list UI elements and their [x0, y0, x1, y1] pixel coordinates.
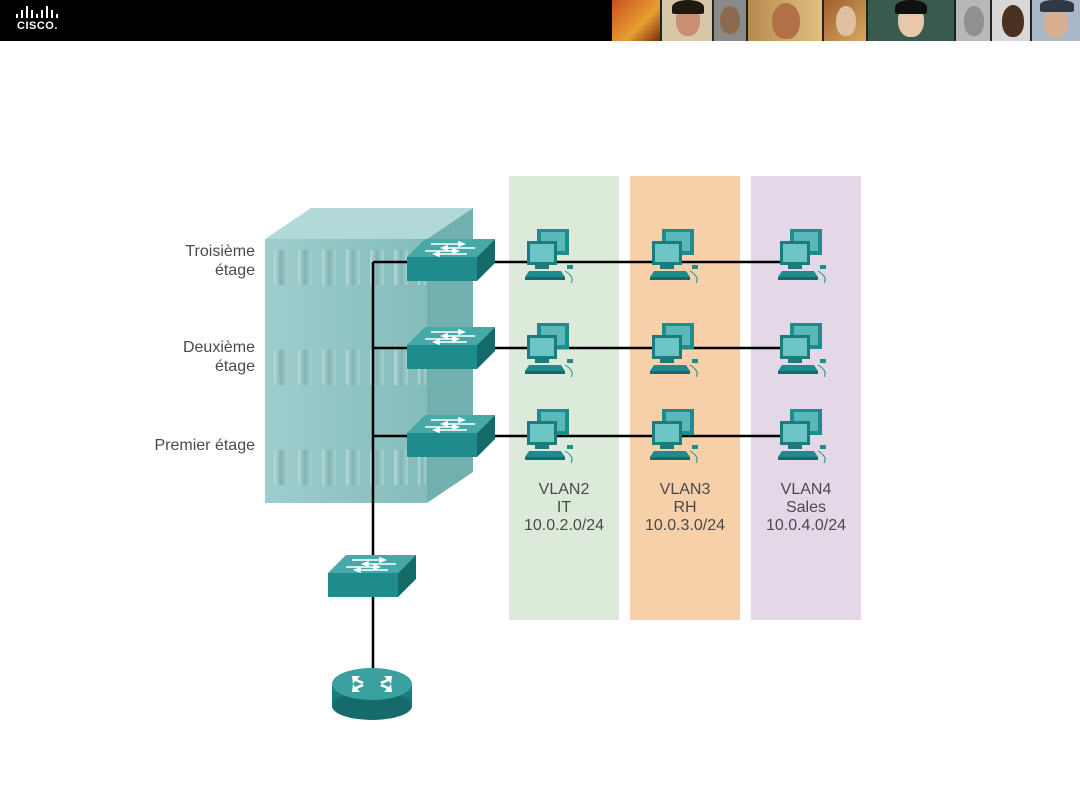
- photo-7: [956, 0, 992, 41]
- header-banner: CISCO.: [0, 0, 1080, 41]
- vlan3-name: RH: [673, 499, 697, 516]
- floor-3-line2: étage: [214, 262, 255, 279]
- photo-strip: [612, 0, 1080, 41]
- photo-4: [748, 0, 824, 41]
- photo-1: [612, 0, 662, 41]
- photo-8: [992, 0, 1032, 41]
- floor-label-1: Premier étage: [125, 436, 256, 455]
- topology-drawing: [265, 208, 827, 720]
- vlan2-id: VLAN2: [538, 481, 590, 498]
- vlan2-name: IT: [556, 499, 572, 516]
- switch-floor-2[interactable]: [406, 326, 496, 370]
- pc-vlan3-floor3[interactable]: [649, 228, 699, 284]
- vlan2-label: VLAN2 IT 10.0.2.0/24: [509, 481, 619, 535]
- pc-vlan4-floor2[interactable]: [777, 322, 827, 378]
- pc-vlan2-floor3[interactable]: [524, 228, 574, 284]
- cisco-logo-icon: [16, 6, 58, 18]
- vlan3-label: VLAN3 RH 10.0.3.0/24: [630, 481, 740, 535]
- photo-6: [868, 0, 956, 41]
- switch-floor-1[interactable]: [406, 414, 496, 458]
- vlan4-name: Sales: [785, 499, 827, 516]
- switch-floor-3[interactable]: [406, 238, 496, 282]
- vlan3-subnet: 10.0.3.0/24: [644, 517, 726, 534]
- pc-vlan4-floor1[interactable]: [777, 408, 827, 464]
- floor-label-2: Deuxième étage: [125, 338, 255, 376]
- floor-3-line1: Troisième: [185, 243, 255, 260]
- floor-2-line2: étage: [214, 358, 255, 375]
- floor-1-line1: Premier étage: [154, 437, 256, 454]
- floor-2-line1: Deuxième: [182, 339, 255, 356]
- router-icon[interactable]: [332, 668, 412, 720]
- vlan4-label: VLAN4 Sales 10.0.4.0/24: [751, 481, 861, 535]
- vlan4-id: VLAN4: [780, 481, 832, 498]
- vlan3-id: VLAN3: [659, 481, 711, 498]
- photo-5: [824, 0, 868, 41]
- pc-vlan3-floor2[interactable]: [649, 322, 699, 378]
- pc-vlan2-floor2[interactable]: [524, 322, 574, 378]
- logo-text: CISCO.: [17, 20, 58, 32]
- network-diagram: Troisième étage Deuxième étage Premier é…: [0, 41, 1080, 810]
- vlan4-subnet: 10.0.4.0/24: [765, 517, 847, 534]
- vlan2-subnet: 10.0.2.0/24: [523, 517, 605, 534]
- core-switch[interactable]: [327, 554, 417, 598]
- photo-3: [714, 0, 748, 41]
- pc-grid: [524, 228, 827, 464]
- pc-vlan4-floor3[interactable]: [777, 228, 827, 284]
- photo-9: [1032, 0, 1080, 41]
- photo-2: [662, 0, 714, 41]
- floor-label-3: Troisième étage: [125, 242, 255, 280]
